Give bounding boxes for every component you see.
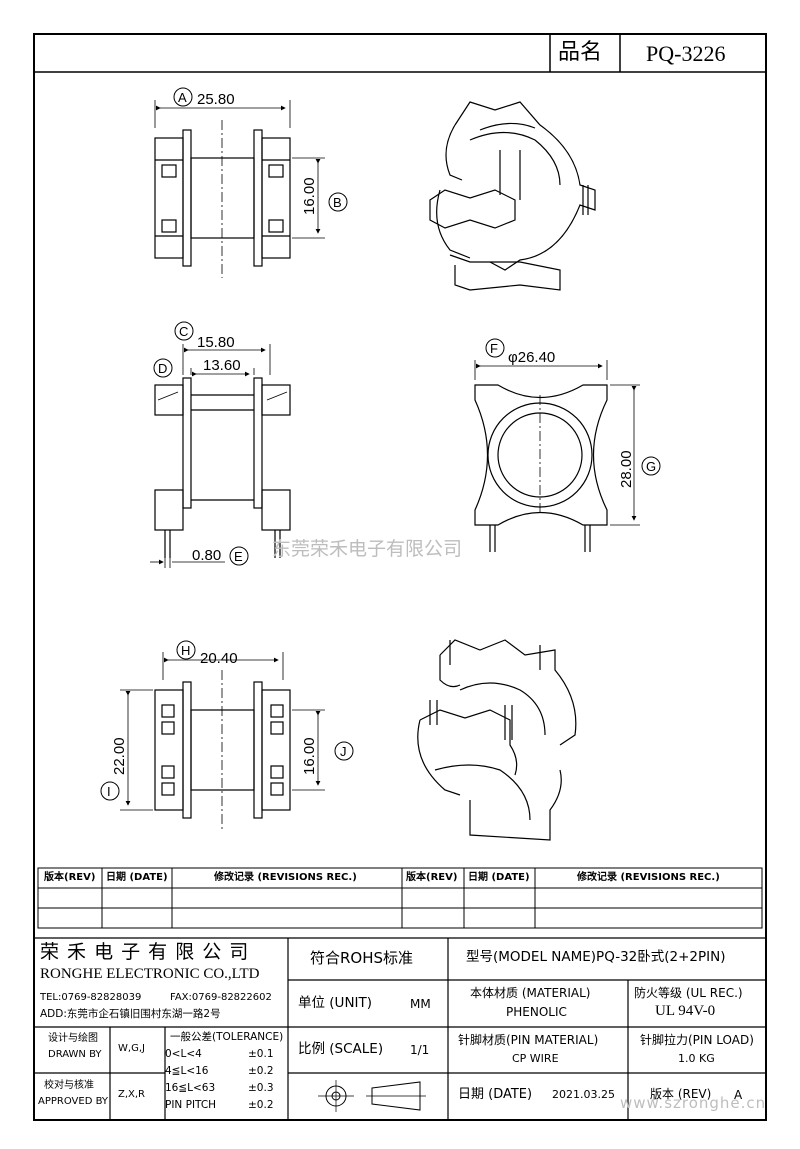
tolerance-range: 0<L<4 — [165, 1048, 202, 1060]
svg-text:22.00: 22.00 — [111, 737, 128, 775]
company-name-en: RONGHE ELECTRONIC CO.,LTD — [40, 966, 260, 982]
tolerance-range: 4≦L<16 — [165, 1065, 209, 1077]
rev-header-2: 版本(REV) — [406, 872, 458, 883]
callout-b — [328, 192, 348, 212]
tolerance-value: ±0.2 — [248, 1065, 274, 1077]
sheet-frame — [33, 33, 767, 1121]
rec-header-2: 修改记录 (REVISIONS REC.) — [577, 872, 720, 883]
side-view — [150, 344, 291, 568]
tolerance-range: 16≦L<63 — [165, 1082, 216, 1094]
approved-by-value: Z,X,R — [118, 1089, 146, 1100]
pin-material-label: 针脚材质(PIN MATERIAL) — [458, 1033, 599, 1047]
version-label: 版本 (REV) — [650, 1087, 712, 1101]
svg-text:B: B — [333, 195, 342, 210]
svg-text:20.40: 20.40 — [200, 650, 238, 667]
svg-text:A: A — [178, 90, 187, 105]
part-name-label: 品名 — [558, 40, 603, 65]
date-header-2: 日期 (DATE) — [468, 872, 530, 883]
rev-header-1: 版本(REV) — [44, 872, 96, 883]
date-value: 2021.03.25 — [552, 1088, 615, 1101]
approved-by-en: APPROVED BY — [38, 1096, 109, 1107]
pin-load-label: 针脚拉力(PIN LOAD) — [640, 1033, 754, 1047]
pin-load-value: 1.0 KG — [678, 1052, 715, 1065]
fire-rating-value: UL 94V-0 — [655, 1003, 716, 1019]
svg-text:16.00: 16.00 — [301, 177, 318, 215]
svg-text:G: G — [646, 459, 656, 474]
model-name: 型号(MODEL NAME)PQ-32卧式(2+2PIN) — [466, 949, 726, 965]
svg-text:E: E — [234, 549, 243, 564]
tolerance-title: 一般公差(TOLERANCE) — [170, 1031, 284, 1043]
unit-label: 单位 (UNIT) — [298, 995, 373, 1011]
version-value: A — [734, 1088, 743, 1102]
svg-text:13.60: 13.60 — [203, 357, 241, 374]
company-fax: FAX:0769-82822602 — [170, 992, 272, 1003]
pin-material-value: CP WIRE — [512, 1052, 559, 1065]
unit-value: MM — [410, 997, 431, 1011]
isometric-view-upper — [429, 101, 596, 291]
date-header-1: 日期 (DATE) — [106, 872, 168, 883]
callout-i — [100, 781, 120, 801]
tolerance-value: ±0.3 — [248, 1082, 274, 1094]
tolerance-value: ±0.1 — [248, 1048, 274, 1060]
isometric-view-lower — [417, 639, 577, 841]
tolerance-range: PIN PITCH — [165, 1099, 217, 1111]
svg-text:25.80: 25.80 — [197, 91, 235, 108]
svg-text:15.80: 15.80 — [197, 334, 235, 351]
callout-c — [174, 321, 194, 341]
front-view — [154, 100, 325, 278]
svg-text:28.00: 28.00 — [618, 450, 635, 488]
watermark-url: www.szronghe.cn — [620, 1094, 767, 1112]
title-block — [34, 937, 766, 1120]
svg-text:φ26.40: φ26.40 — [508, 349, 555, 366]
scale-value: 1/1 — [410, 1043, 430, 1057]
callout-h — [176, 640, 196, 660]
scale-label: 比例 (SCALE) — [298, 1041, 384, 1057]
drawn-by-cn: 设计与绘图 — [48, 1033, 98, 1044]
svg-text:0.80: 0.80 — [192, 547, 221, 564]
date-label: 日期 (DATE) — [458, 1087, 533, 1102]
callout-e — [229, 546, 249, 566]
drawn-by-en: DRAWN BY — [48, 1049, 102, 1060]
company-tel: TEL:0769-82828039 — [40, 992, 142, 1003]
part-number: PQ-3226 — [646, 41, 726, 66]
end-view — [474, 360, 640, 552]
callout-a — [173, 87, 193, 107]
watermark-center: 东莞荣禾电子有限公司 — [272, 538, 463, 560]
svg-text:C: C — [179, 324, 188, 339]
approved-by-cn: 校对与核准 — [44, 1080, 94, 1091]
top-view — [120, 652, 325, 830]
callout-f — [485, 338, 505, 358]
svg-text:D: D — [158, 361, 167, 376]
rec-header-1: 修改记录 (REVISIONS REC.) — [214, 872, 357, 883]
fire-rating-label: 防火等级 (UL REC.) — [634, 986, 743, 1000]
svg-text:16.00: 16.00 — [301, 737, 318, 775]
company-address: ADD:东莞市企石镇旧围村东湖一路2号 — [40, 1008, 221, 1020]
tolerance-value: ±0.2 — [248, 1099, 274, 1111]
svg-text:J: J — [340, 744, 347, 759]
callout-j — [334, 741, 354, 761]
revision-table — [37, 867, 763, 929]
callout-g — [641, 456, 661, 476]
svg-text:I: I — [107, 784, 111, 799]
svg-text:H: H — [181, 643, 190, 658]
callout-d — [153, 358, 173, 378]
material-value: PHENOLIC — [506, 1005, 567, 1019]
svg-text:F: F — [490, 341, 498, 356]
company-name-cn: 荣 禾 电 子 有 限 公 司 — [40, 941, 250, 963]
drawn-by-value: W,G,J — [118, 1043, 145, 1054]
projection-symbol — [318, 1080, 426, 1112]
rohs-label: 符合ROHS标准 — [310, 949, 414, 967]
material-label: 本体材质 (MATERIAL) — [470, 986, 591, 1000]
